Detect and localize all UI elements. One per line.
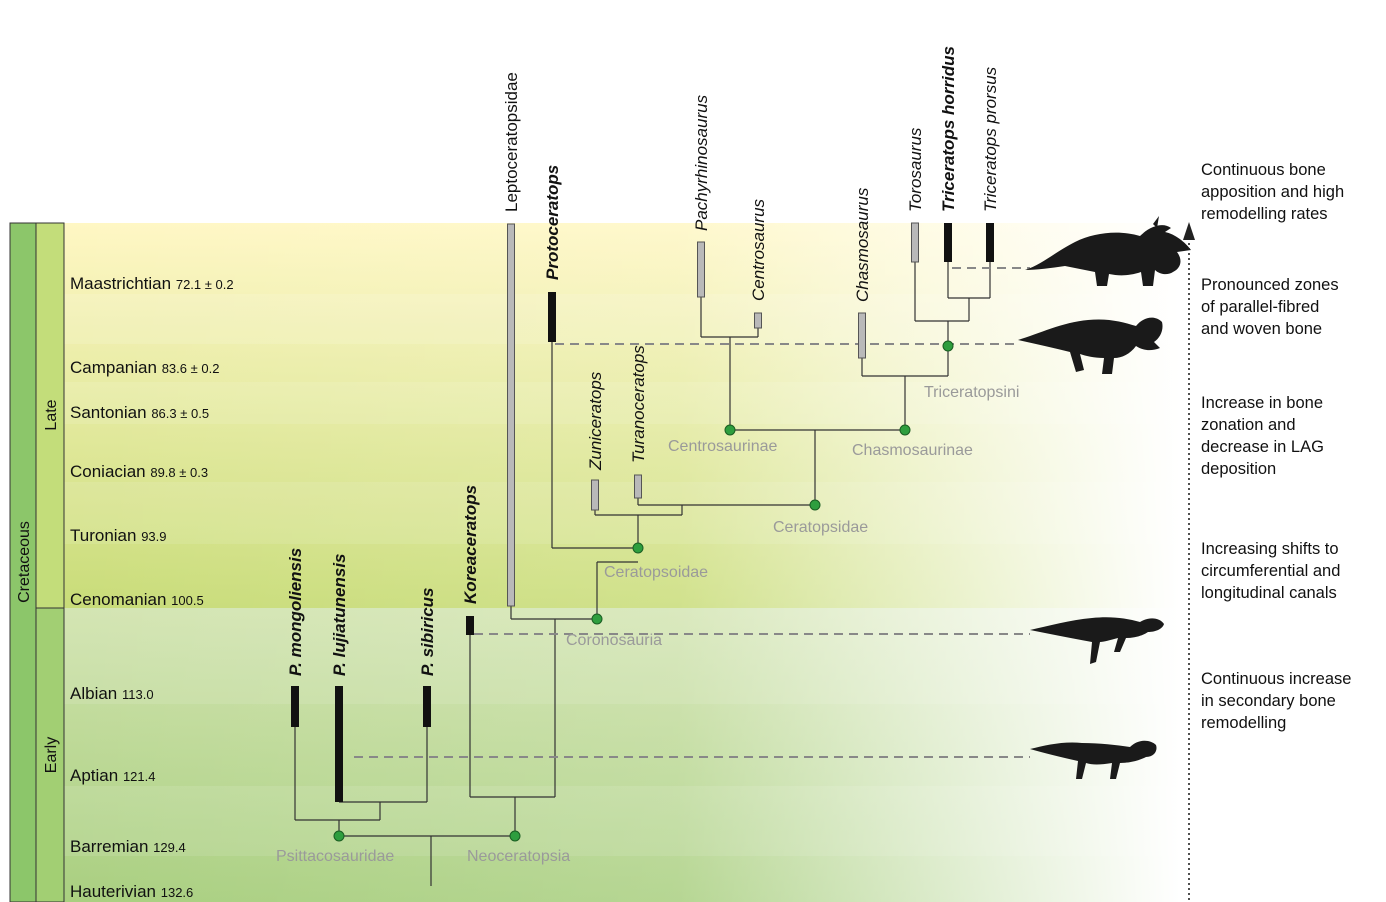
clade-triceratopsini: Triceratopsini — [924, 384, 1019, 401]
stage-albian: Albian 113.0 — [70, 684, 154, 703]
range-bar-zuniceratops — [591, 479, 599, 511]
range-bar-leptoceratopsidae — [507, 223, 515, 607]
range-bar-p-lujiatunensis — [335, 686, 343, 802]
clade-chasmosaurinae: Chasmosaurinae — [852, 442, 973, 459]
clade-psittacosauridae: Psittacosauridae — [276, 848, 394, 865]
range-bar-p-mongoliensis — [291, 686, 299, 727]
taxon-pachyrhinosaurus: Pachyrhinosaurus — [692, 94, 711, 231]
range-bar-centrosaurus — [754, 312, 762, 329]
node-ceratopsoidae — [632, 542, 644, 554]
stage-aptian: Aptian 121.4 — [70, 766, 155, 785]
psittacosaurus-silhouette — [1030, 740, 1157, 779]
silhouettes — [1018, 216, 1191, 779]
node-centrosaurinae — [724, 424, 736, 436]
taxon-chasmosaurus: Chasmosaurus — [853, 187, 872, 302]
range-bar-torosaurus — [911, 222, 919, 263]
node-coronosauria — [591, 613, 603, 625]
period-column: Cretaceous — [9, 222, 37, 902]
phylogeny-branches — [294, 262, 991, 886]
taxon-p-mongoliensis: P. mongoliensis — [286, 548, 305, 676]
note-3: Increase in bone zonation and decrease i… — [1201, 394, 1329, 478]
silhouette-connectors — [354, 267, 1030, 758]
taxon-triceratops-horridus: Triceratops horridus — [939, 46, 958, 212]
clade-ceratopsidae: Ceratopsidae — [773, 519, 868, 536]
range-bars — [291, 222, 994, 802]
range-bar-triceratops-horridus — [944, 223, 952, 262]
note-4: Increasing shifts to circumferential and… — [1201, 540, 1345, 602]
taxon-koreaceratops: Koreaceratops — [461, 485, 480, 604]
clade-neoceratopsia: Neoceratopsia — [467, 848, 570, 865]
protoceratops-silhouette — [1018, 317, 1163, 374]
note-1: Continuous bone apposition and high remo… — [1201, 161, 1349, 223]
clade-coronosauria: Coronosauria — [566, 632, 662, 649]
stage-maastrichtian: Maastrichtian 72.1 ± 0.2 — [70, 274, 234, 293]
taxon-turanoceratops: Turanoceratops — [629, 345, 648, 463]
node-neoceratopsia — [509, 830, 521, 842]
clade-nodes — [333, 340, 954, 842]
range-bar-turanoceratops — [634, 474, 642, 499]
taxon-protoceratops: Protoceratops — [543, 165, 562, 280]
trend-arrow — [1183, 222, 1195, 902]
histology-notes: Continuous bone apposition and high remo… — [1201, 161, 1356, 732]
node-ceratopsidae — [809, 499, 821, 511]
stage-turonian: Turonian 93.9 — [70, 526, 167, 545]
stage-coniacian: Coniacian 89.8 ± 0.3 — [70, 462, 208, 481]
clade-centrosaurinae: Centrosaurinae — [668, 438, 778, 455]
triceratops-silhouette — [1025, 216, 1191, 286]
taxon-p-sibiricus: P. sibiricus — [418, 587, 437, 676]
timescale-background — [64, 223, 1180, 902]
taxon-labels: P. mongoliensis P. lujiatunensis P. sibi… — [286, 46, 1000, 676]
clade-ceratopsoidae: Ceratopsoidae — [604, 564, 708, 581]
stage-labels: Maastrichtian 72.1 ± 0.2 Campanian 83.6 … — [70, 274, 234, 901]
taxon-p-lujiatunensis: P. lujiatunensis — [330, 553, 349, 676]
stage-campanian: Campanian 83.6 ± 0.2 — [70, 358, 219, 377]
range-bar-protoceratops — [548, 292, 556, 342]
note-5: Continuous increase in secondary bone re… — [1201, 670, 1356, 732]
stage-santonian: Santonian 86.3 ± 0.5 — [70, 403, 209, 422]
range-bar-pachyrhinosaurus — [697, 241, 705, 298]
taxon-centrosaurus: Centrosaurus — [749, 198, 768, 301]
stage-barremian: Barremian 129.4 — [70, 837, 186, 856]
range-bar-koreaceratops — [466, 616, 474, 635]
clade-labels: Psittacosauridae Neoceratopsia Coronosau… — [276, 384, 1019, 865]
node-triceratopsini — [942, 340, 954, 352]
stage-hauterivian: Hauterivian 132.6 — [70, 882, 193, 901]
node-psittacosauridae — [333, 830, 345, 842]
early-epoch-label: Early — [43, 737, 60, 773]
late-epoch-label: Late — [43, 399, 60, 430]
range-bar-triceratops-prorsus — [986, 223, 994, 262]
note-2: Pronounced zones of parallel-fibred and … — [1201, 276, 1343, 338]
taxon-zuniceratops: Zuniceratops — [586, 371, 605, 471]
node-chasmosaurinae — [899, 424, 911, 436]
stage-cenomanian: Cenomanian 100.5 — [70, 590, 204, 609]
epoch-column: Late Early — [35, 222, 65, 902]
taxon-leptoceratopsidae: Leptoceratopsidae — [502, 72, 521, 212]
range-bar-p-sibiricus — [423, 686, 431, 727]
taxon-triceratops-prorsus: Triceratops prorsus — [981, 66, 1000, 212]
taxon-torosaurus: Torosaurus — [906, 127, 925, 212]
period-label: Cretaceous — [16, 521, 33, 603]
range-bar-chasmosaurus — [858, 312, 866, 359]
koreaceratops-silhouette — [1030, 617, 1164, 664]
